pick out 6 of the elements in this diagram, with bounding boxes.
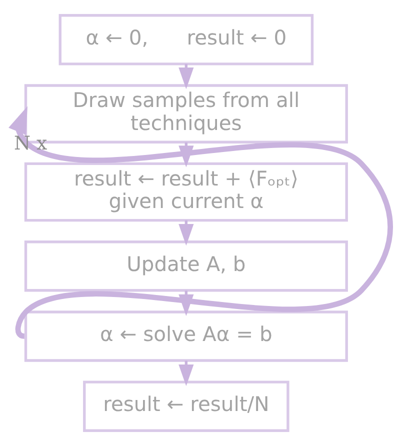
node-box: result ← result + ⟨Fₒₚₜ⟩ given current α [24,162,348,222]
arrow [8,106,393,338]
node-box: α ← 0, result ← 0 [58,14,314,65]
node-box: Update A, b [24,240,348,292]
node-box: α ← solve Aα = b [24,310,348,362]
node-box: result ← result/N [83,380,290,432]
